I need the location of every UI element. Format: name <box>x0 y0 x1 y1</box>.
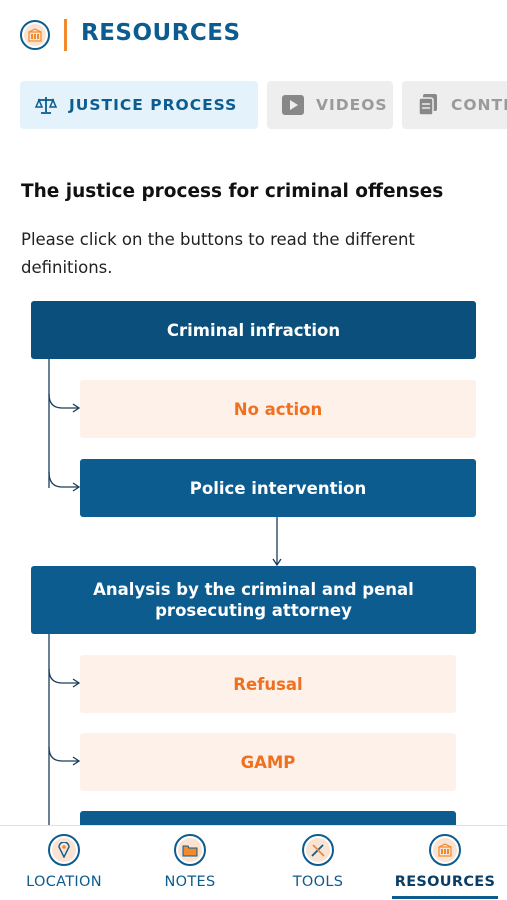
tab-content[interactable]: CONTE <box>402 81 507 129</box>
nav-tools[interactable]: TOOLS <box>280 826 356 900</box>
tab-label: VIDEOS <box>316 96 388 114</box>
document-icon <box>417 94 439 116</box>
flow-next-step-partial[interactable] <box>80 811 456 825</box>
folder-icon <box>174 834 206 866</box>
nav-notes[interactable]: NOTES <box>150 826 230 900</box>
resource-tabs: JUSTICE PROCESS VIDEOS CONTE <box>20 81 507 129</box>
page-title: RESOURCES <box>81 20 241 46</box>
nav-resources[interactable]: RESOURCES <box>392 826 498 900</box>
flow-police-intervention[interactable]: Police intervention <box>80 459 476 517</box>
bottom-navigation: LOCATION NOTES TOOLS <box>0 825 507 900</box>
resources-logo-icon <box>20 20 50 50</box>
flow-connectors <box>48 359 282 825</box>
tab-label: CONTE <box>451 96 507 114</box>
flow-gamp[interactable]: GAMP <box>80 733 456 791</box>
location-pin-icon <box>48 834 80 866</box>
flow-analysis-prosecutor[interactable]: Analysis by the criminal and penal prose… <box>31 566 476 634</box>
section-title: The justice process for criminal offense… <box>21 181 444 202</box>
section-description: Please click on the buttons to read the … <box>21 230 415 277</box>
tools-icon <box>302 834 334 866</box>
resources-building-icon <box>429 834 461 866</box>
tab-label: JUSTICE PROCESS <box>69 96 238 114</box>
scales-icon <box>35 94 57 116</box>
app-header: RESOURCES <box>0 0 507 70</box>
active-nav-indicator <box>392 896 498 899</box>
flow-no-action[interactable]: No action <box>80 380 476 438</box>
play-icon <box>282 94 304 116</box>
flow-criminal-infraction[interactable]: Criminal infraction <box>31 301 476 359</box>
header-divider <box>64 19 67 51</box>
nav-location[interactable]: LOCATION <box>20 826 108 900</box>
justice-flowchart: Criminal infraction No action Police int… <box>0 300 507 825</box>
tab-videos[interactable]: VIDEOS <box>267 81 393 129</box>
tab-justice-process[interactable]: JUSTICE PROCESS <box>20 81 258 129</box>
flow-refusal[interactable]: Refusal <box>80 655 456 713</box>
